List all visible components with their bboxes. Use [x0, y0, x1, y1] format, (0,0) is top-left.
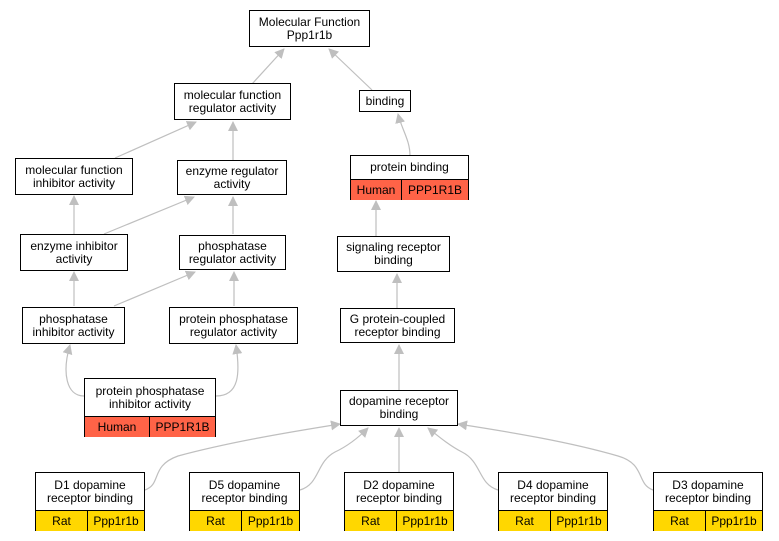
edge-eia-era	[103, 195, 195, 235]
annotation-row: Rat Ppp1r1b	[36, 510, 144, 531]
node-phosphatase-regulator-activity[interactable]: phosphatase regulator activity	[179, 235, 286, 270]
node-dopamine-receptor-binding[interactable]: dopamine receptor binding	[340, 390, 458, 426]
edge-d1-drb	[144, 420, 341, 491]
species-cell: Rat	[190, 511, 241, 531]
node-d4-dopamine-receptor-binding[interactable]: D4 dopamine receptor binding Rat Ppp1r1b	[498, 472, 608, 531]
edge-mfia-mfra	[114, 121, 197, 159]
edge-d5-drb	[299, 427, 369, 491]
node-label: molecular function regulator activity	[183, 87, 282, 115]
node-label: protein phosphatase regulator activity	[179, 311, 288, 339]
node-label: D3 dopamine receptor binding	[664, 477, 752, 505]
node-label: Molecular Function Ppp1r1b	[258, 14, 361, 42]
species-cell: Rat	[499, 511, 550, 531]
node-label: phosphatase regulator activity	[188, 238, 277, 266]
node-label: binding	[365, 93, 405, 108]
gene-cell: PPP1R1B	[149, 417, 215, 437]
node-protein-phosphatase-regulator-activity[interactable]: protein phosphatase regulator activity	[169, 307, 298, 344]
gene-cell: Ppp1r1b	[87, 511, 144, 531]
edge-d3-drb	[457, 420, 654, 491]
node-label: molecular function inhibitor activity	[25, 162, 123, 190]
edge-binding-root	[328, 48, 373, 91]
node-molecular-function-root[interactable]: Molecular Function Ppp1r1b	[249, 10, 370, 47]
node-binding[interactable]: binding	[359, 90, 411, 112]
edge-mfra-root	[251, 48, 285, 85]
edge-ppia-pphra	[215, 344, 243, 397]
species-cell: Rat	[36, 511, 87, 531]
node-label: D2 dopamine receptor binding	[355, 477, 443, 505]
annotation-row: Rat Ppp1r1b	[345, 510, 453, 531]
node-label: protein binding	[370, 160, 449, 174]
edge-ppia-phia	[62, 344, 85, 397]
edge-pb-binding	[395, 113, 411, 157]
node-label: D1 dopamine receptor binding	[46, 477, 134, 505]
edge-d4-drb	[427, 427, 499, 491]
gene-cell: Ppp1r1b	[705, 511, 762, 531]
species-cell: Human	[85, 417, 149, 437]
node-d2-dopamine-receptor-binding[interactable]: D2 dopamine receptor binding Rat Ppp1r1b	[344, 472, 454, 531]
node-label: G protein-coupled receptor binding	[349, 311, 446, 339]
node-label: dopamine receptor binding	[348, 394, 450, 421]
node-label: enzyme inhibitor activity	[30, 238, 118, 266]
node-d5-dopamine-receptor-binding[interactable]: D5 dopamine receptor binding Rat Ppp1r1b	[189, 472, 300, 531]
gene-cell: Ppp1r1b	[241, 511, 299, 531]
node-enzyme-inhibitor-activity[interactable]: enzyme inhibitor activity	[20, 234, 128, 271]
annotation-row: Human PPP1R1B	[351, 179, 468, 200]
gene-cell: PPP1R1B	[401, 180, 468, 200]
edge-phia-phra	[113, 270, 196, 307]
annotation-row: Rat Ppp1r1b	[654, 510, 762, 531]
gene-cell: Ppp1r1b	[396, 511, 453, 531]
gene-cell: Ppp1r1b	[550, 511, 607, 531]
node-label: protein phosphatase inhibitor activity	[95, 383, 205, 411]
node-label: phosphatase inhibitor activity	[32, 311, 115, 339]
species-cell: Rat	[654, 511, 705, 531]
node-phosphatase-inhibitor-activity[interactable]: phosphatase inhibitor activity	[22, 307, 125, 344]
species-cell: Human	[351, 180, 401, 200]
node-enzyme-regulator-activity[interactable]: enzyme regulator activity	[177, 160, 287, 195]
node-label: signaling receptor binding	[346, 240, 441, 267]
node-label: D5 dopamine receptor binding	[201, 477, 288, 505]
annotation-row: Human PPP1R1B	[85, 416, 215, 437]
annotation-row: Rat Ppp1r1b	[499, 510, 607, 531]
node-g-protein-coupled-receptor-binding[interactable]: G protein-coupled receptor binding	[340, 308, 455, 343]
species-cell: Rat	[345, 511, 396, 531]
node-d1-dopamine-receptor-binding[interactable]: D1 dopamine receptor binding Rat Ppp1r1b	[35, 472, 145, 531]
node-d3-dopamine-receptor-binding[interactable]: D3 dopamine receptor binding Rat Ppp1r1b	[653, 472, 763, 531]
node-signaling-receptor-binding[interactable]: signaling receptor binding	[337, 236, 450, 272]
node-molecular-function-regulator-activity[interactable]: molecular function regulator activity	[174, 83, 291, 120]
node-molecular-function-inhibitor-activity[interactable]: molecular function inhibitor activity	[15, 158, 133, 195]
annotation-row: Rat Ppp1r1b	[190, 510, 299, 531]
node-label: D4 dopamine receptor binding	[509, 477, 597, 505]
node-protein-phosphatase-inhibitor-activity[interactable]: protein phosphatase inhibitor activity H…	[84, 378, 216, 437]
node-protein-binding[interactable]: protein binding Human PPP1R1B	[350, 155, 469, 200]
node-label: enzyme regulator activity	[185, 163, 279, 191]
